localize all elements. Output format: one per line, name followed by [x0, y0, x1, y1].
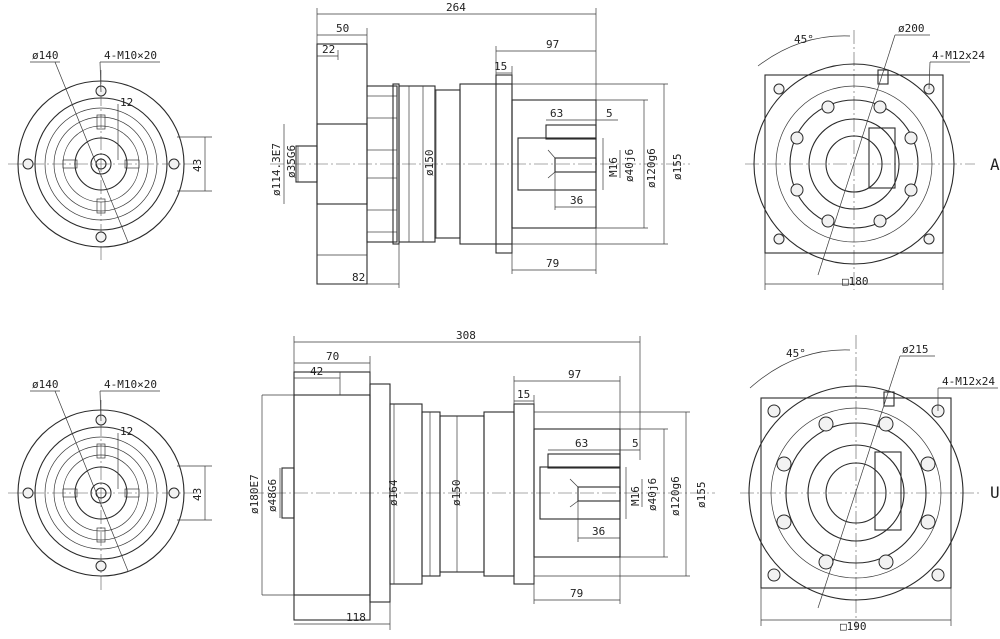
top-end-bolt: 4-M12x24 — [932, 49, 985, 62]
top-dia-output-shaft: ø40j6 — [623, 149, 636, 182]
top-side-view: 264 50 22 97 15 63 5 36 82 79 ø114.3E7 ø… — [270, 1, 690, 288]
top-thread: M16 — [607, 157, 620, 177]
top-d5: 5 — [606, 107, 613, 120]
top-dia-spigot: ø120g6 — [645, 148, 658, 188]
top-d63: 63 — [550, 107, 563, 120]
top-d79: 79 — [546, 257, 559, 270]
edge-letter-a: A — [990, 155, 1000, 174]
bottom-side-view: 308 70 42 97 15 63 5 36 118 79 ø180E7 ø4… — [248, 329, 715, 630]
bottom-flange-12-label: 12 — [120, 425, 133, 438]
top-end-square: □180 — [842, 275, 869, 288]
bottom-input-flange-view: ø140 4-M10×20 12 43 — [8, 378, 212, 590]
top-flange-pcd-label: ø140 — [32, 49, 59, 62]
top-d82: 82 — [352, 271, 365, 284]
bottom-overall-length: 308 — [456, 329, 476, 342]
bottom-flange-43-label: 43 — [191, 488, 204, 501]
bottom-end-bolt: 4-M12x24 — [942, 375, 995, 388]
top-d22: 22 — [322, 43, 335, 56]
top-overall-length: 264 — [446, 1, 466, 14]
top-flange-bolt-label: 4-M10×20 — [104, 49, 157, 62]
bottom-dia-pilot: ø180E7 — [248, 474, 261, 514]
top-dia-flange: ø155 — [671, 154, 684, 181]
bottom-dia-output-shaft: ø40j6 — [646, 478, 659, 511]
bottom-end-pcd: ø215 — [902, 343, 929, 356]
bottom-d79: 79 — [570, 587, 583, 600]
bottom-end-square: □190 — [840, 620, 867, 633]
bottom-dia-body1: ø164 — [387, 479, 400, 506]
bottom-dia-spigot: ø120g6 — [669, 476, 682, 516]
top-dia-pilot: ø114.3E7 — [270, 143, 283, 196]
bottom-d42: 42 — [310, 365, 323, 378]
bottom-dia-body2: ø150 — [450, 480, 463, 507]
top-d50: 50 — [336, 22, 349, 35]
bottom-d5: 5 — [632, 437, 639, 450]
top-dia-body: ø150 — [423, 150, 436, 177]
bottom-end-angle: 45° — [786, 347, 806, 360]
top-d97: 97 — [546, 38, 559, 51]
bottom-flange-bolt-label: 4-M10×20 — [104, 378, 157, 391]
bottom-d118: 118 — [346, 611, 366, 624]
bottom-end-view: 45° ø215 4-M12x24 □190 — [740, 335, 998, 633]
bottom-dia-input-shaft: ø48G6 — [266, 479, 279, 512]
bottom-d63: 63 — [575, 437, 588, 450]
top-dia-input-shaft: ø35G6 — [285, 145, 298, 178]
top-end-angle: 45° — [794, 33, 814, 46]
top-end-view: 45° ø200 4-M12x24 □180 — [745, 22, 985, 290]
top-d36: 36 — [570, 194, 583, 207]
bottom-dia-flange: ø155 — [695, 482, 708, 509]
top-flange-12-label: 12 — [120, 96, 133, 109]
bottom-thread: M16 — [629, 486, 642, 506]
top-end-pcd: ø200 — [898, 22, 925, 35]
edge-letter-u: U — [990, 483, 1000, 502]
bottom-flange-pcd-label: ø140 — [32, 378, 59, 391]
top-flange-43-label: 43 — [191, 159, 204, 172]
top-d15: 15 — [494, 60, 507, 73]
bottom-d97: 97 — [568, 368, 581, 381]
bottom-d15: 15 — [517, 388, 530, 401]
bottom-d70: 70 — [326, 350, 339, 363]
top-input-flange-view: ø140 4-M10×20 12 43 — [8, 49, 212, 260]
bottom-d36: 36 — [592, 525, 605, 538]
